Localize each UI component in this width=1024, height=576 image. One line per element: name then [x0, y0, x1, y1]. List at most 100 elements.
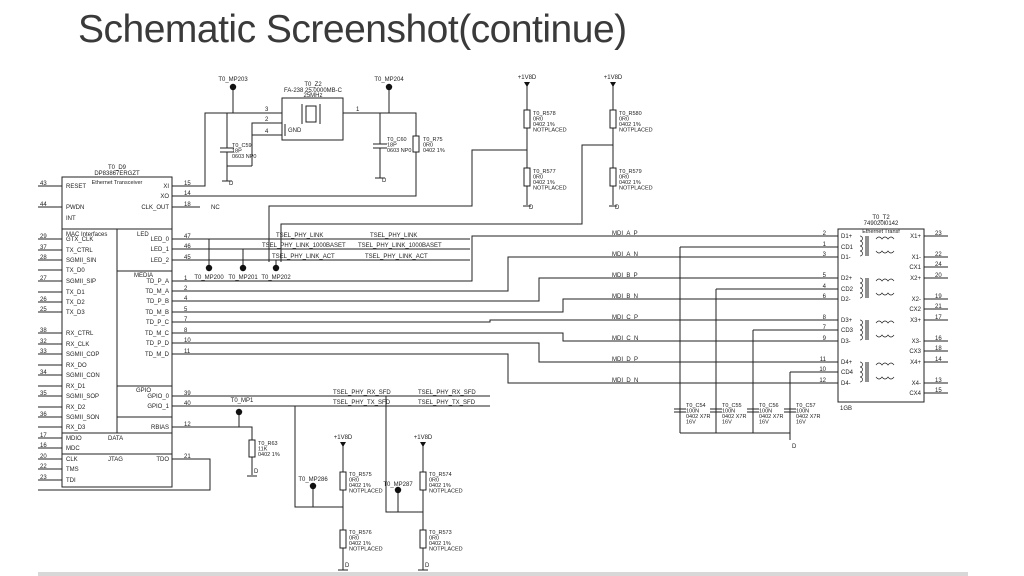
capacitor-label: T0_C56 — [759, 403, 779, 409]
transformer-pin-label: D1+ — [841, 234, 853, 240]
chip-pin-number: 23 — [40, 475, 47, 481]
transformer-pin-label: CX2 — [909, 307, 921, 313]
transformer-pin-label: X3- — [912, 339, 921, 345]
chip-pin-number: 35 — [40, 391, 47, 397]
scrollbar[interactable] — [38, 572, 968, 576]
transformer-coil-icon — [859, 245, 863, 252]
chip-pin-label: MDC — [66, 446, 80, 452]
resistor-label: NOTPLACED — [533, 128, 567, 134]
supply-label: +1V8D — [604, 75, 623, 81]
chip-pin-label: SGMII_SIN — [66, 258, 96, 264]
chip-pin-number: 32 — [40, 339, 47, 345]
chip-pin-number: 5 — [184, 307, 188, 313]
transformer-coil-icon — [859, 361, 863, 368]
net-label: TSEL_PHY_LINK — [276, 233, 323, 239]
resistor-label: T0_R578 — [533, 111, 556, 117]
chip-pin-number: 26 — [40, 297, 47, 303]
supply-arrow-icon — [524, 82, 530, 87]
chip-pin-label: TX_D2 — [66, 300, 85, 306]
capacitor-label: 100N — [796, 409, 809, 415]
resistor-label: 0R0 — [533, 175, 543, 181]
transformer-coil-icon — [859, 366, 863, 373]
choke-coil-icon — [875, 236, 895, 254]
chip-pin-number: 39 — [184, 391, 191, 397]
chip-pin-number: 18 — [184, 202, 191, 208]
transformer-pin-number: 13 — [935, 378, 942, 384]
transformer-coil-icon — [859, 250, 863, 257]
chip-pin-number: 43 — [40, 181, 47, 187]
chip-pin-number: 40 — [184, 401, 191, 407]
chip-pin-number: 44 — [40, 202, 47, 208]
chip-pin-number: 15 — [184, 181, 191, 187]
chip-pin-number: 33 — [40, 349, 47, 355]
crystal-body — [281, 97, 344, 141]
transformer-pin-label: CX1 — [909, 265, 921, 271]
test-point-dot — [385, 83, 393, 91]
resistor-label: NOTPLACED — [619, 186, 653, 192]
chip-pin-label: RX_D1 — [66, 384, 86, 390]
test-point-dot — [394, 486, 402, 494]
mdi-net-label: MDI_C_N — [612, 336, 638, 342]
resistor-label: NOTPLACED — [429, 489, 463, 495]
chip-pin-number: 10 — [184, 338, 191, 344]
chip-pin-label: SGMII_CON — [66, 373, 100, 379]
chip-pin-label: RX_D2 — [66, 405, 86, 411]
resistor-label: 0R0 — [349, 478, 359, 484]
transformer-desc: Ethernet Transf — [862, 229, 900, 235]
chip-pin-label: TD_M_D — [145, 352, 170, 358]
chip-pin-label: SGMII_COP — [66, 352, 99, 358]
capacitor-label: T0_C59 — [232, 143, 252, 149]
chip-pin-label: SGMII_SOP — [66, 394, 99, 400]
transformer-coil-icon — [859, 376, 863, 383]
resistor-label: T0_R573 — [429, 530, 452, 536]
mdi-net-label: MDI_A_N — [612, 252, 638, 258]
transformer-pin-number: 19 — [935, 294, 942, 300]
transformer-pin-label: D3+ — [841, 318, 853, 324]
chip-pin-number: 21 — [184, 454, 191, 460]
capacitor-label: 100N — [722, 409, 735, 415]
chip-pin-label: TD_P_A — [146, 279, 169, 285]
transformer-part: 749020l0142 — [864, 221, 899, 227]
test-point-dot — [239, 264, 247, 272]
chip-pin-number: 2 — [184, 286, 188, 292]
transformer-pin-number: 9 — [823, 336, 827, 342]
capacitor-label: 18P — [387, 143, 397, 149]
transformer-pin-number: 24 — [935, 262, 942, 268]
chip-pin-number: 29 — [40, 234, 47, 240]
resistor-label: 0402 1% — [423, 148, 445, 154]
section-media: MEDIA — [134, 273, 153, 279]
transformer-coil-icon — [859, 329, 863, 336]
capacitor-label: 16V — [759, 420, 769, 426]
chip-pin-label: MDIO — [66, 436, 82, 442]
chip-pin-number: 34 — [40, 370, 47, 376]
transformer-coil-icon — [859, 371, 863, 378]
ground-label: D — [529, 205, 534, 211]
crystal-part: FA-238 25.0000MB-C — [284, 88, 343, 94]
chip-pin-label: CLK_OUT — [141, 205, 169, 211]
transformer-pin-number: 18 — [935, 346, 942, 352]
supply-label: +1V8D — [334, 435, 353, 441]
chip-pin-label: TX_D3 — [66, 310, 85, 316]
test-point-label: T0_MP202 — [261, 275, 291, 281]
resistor-label: 0402 1% — [533, 180, 555, 186]
chip-pin-number: 28 — [40, 255, 47, 261]
resistor-label: NOTPLACED — [349, 489, 383, 495]
transformer-pin-label: X2+ — [910, 276, 921, 282]
transformer-pin-number: 23 — [935, 231, 942, 237]
chip-pin-label: TD_M_A — [145, 289, 169, 295]
ground-label: D — [615, 205, 620, 211]
chip-pin-number: 12 — [184, 422, 191, 428]
resistor-label: 0402 1% — [258, 452, 280, 458]
transformer-pin-label: D4+ — [841, 360, 853, 366]
ground-label: D — [229, 181, 234, 187]
transformer-pin-number: 6 — [823, 294, 827, 300]
chip-pin-number: 1 — [184, 276, 188, 282]
transformer-pin-label: CX4 — [909, 391, 921, 397]
transformer-coil-icon — [859, 282, 863, 289]
chip-pin-number: 46 — [184, 244, 191, 250]
resistor-label: 0R0 — [423, 143, 433, 149]
supply-arrow-icon — [610, 82, 616, 87]
chip-pin-number: 47 — [184, 234, 191, 240]
test-point-dot — [229, 83, 237, 91]
